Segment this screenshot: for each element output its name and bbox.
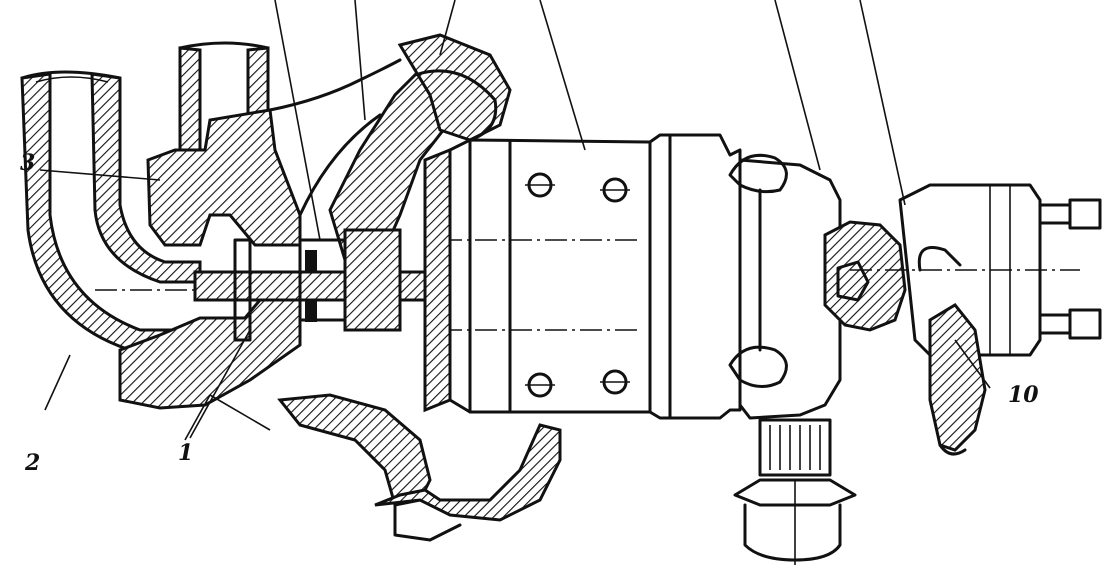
- pump-unit: [850, 183, 1102, 456]
- motor-casing: [423, 133, 742, 420]
- label-3: 3: [20, 150, 35, 176]
- label-1: 1: [178, 440, 193, 466]
- label-10: 10: [1008, 382, 1039, 408]
- gearbox-housing: [728, 153, 907, 420]
- label-2: 2: [24, 450, 40, 476]
- casing-bolt: [525, 172, 630, 398]
- hydraulic-fitting: [1038, 198, 1102, 340]
- drive-connector: [733, 418, 857, 565]
- rotor-shaft: [95, 228, 440, 342]
- leader-lines: [39, 0, 991, 441]
